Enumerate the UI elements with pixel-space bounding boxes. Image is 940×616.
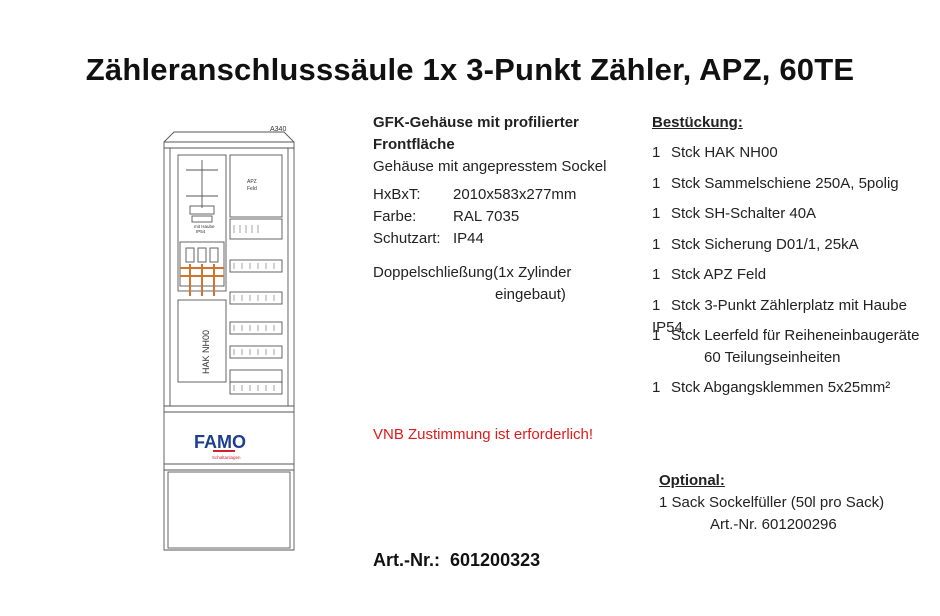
specs-row: Farbe: RAL 7035: [373, 206, 633, 228]
hak-field: [177, 299, 227, 383]
optional-line-1: 1 Sack Sockelfüller (50l pro Sack): [659, 494, 885, 511]
article-label: Art.-Nr.:: [373, 550, 440, 570]
apz-label-2: Feld: [247, 186, 257, 192]
cabinet-outline: [163, 131, 295, 551]
optional-line-2: Art.-Nr. 601200296: [710, 516, 837, 533]
equipment-heading: Bestückung:: [652, 114, 743, 131]
article-value: 601200323: [450, 550, 541, 570]
article-number: Art.-Nr.: 601200323: [373, 550, 540, 571]
specs-heading-2: Frontfläche: [373, 136, 455, 153]
specs-row: HxBxT: 2010x583x277mm: [373, 184, 633, 206]
spec-value: 2010x583x277mm: [453, 186, 577, 203]
busbar-lines: [180, 264, 224, 296]
famo-logo: FAMO: [194, 432, 246, 452]
optional-heading: Optional:: [659, 472, 725, 489]
list-item-continuation: 60 Teilungseinheiten: [704, 349, 841, 366]
page-title: Zähleranschlusssäule 1x 3-Punkt Zähler, …: [85, 52, 855, 87]
hak-label: HAK NH00: [201, 330, 211, 374]
vnb-notice: VNB Zustimmung ist erforderlich!: [373, 426, 594, 443]
spec-key: Schutzart:: [373, 230, 441, 247]
logo-subtext: Schaltanlagen: [212, 455, 241, 460]
plinth: [167, 471, 291, 549]
meter-label-2: IP54: [196, 229, 206, 234]
lock-line-1: Doppelschließung(1x Zylinder: [373, 264, 572, 281]
lock-line-2: eingebaut): [495, 286, 566, 303]
logo-underline: [213, 450, 235, 452]
specs-row: Schutzart: IP44: [373, 228, 633, 250]
specs-block: GFK-Gehäuse mit profilierter Frontfläche…: [373, 112, 633, 306]
specs-subtitle: Gehäuse mit angepresstem Sockel: [373, 158, 607, 175]
apz-field: [229, 154, 283, 218]
spec-value: RAL 7035: [453, 208, 520, 225]
meter-label-1: mit Haube: [194, 224, 215, 229]
spec-value: IP44: [453, 230, 484, 247]
spec-key: HxBxT:: [373, 186, 421, 203]
specs-heading-1: GFK-Gehäuse mit profilierter: [373, 114, 579, 131]
model-label: A340: [270, 126, 286, 133]
cabinet-drawing: A340 APZ Feld mit Haube IP54 HAK NH00 FA…: [163, 126, 295, 551]
apz-label-1: APZ: [247, 179, 257, 185]
optional-block: Optional: 1 Sack Sockelfüller (50l pro S…: [659, 470, 919, 536]
spec-key: Farbe:: [373, 208, 417, 225]
